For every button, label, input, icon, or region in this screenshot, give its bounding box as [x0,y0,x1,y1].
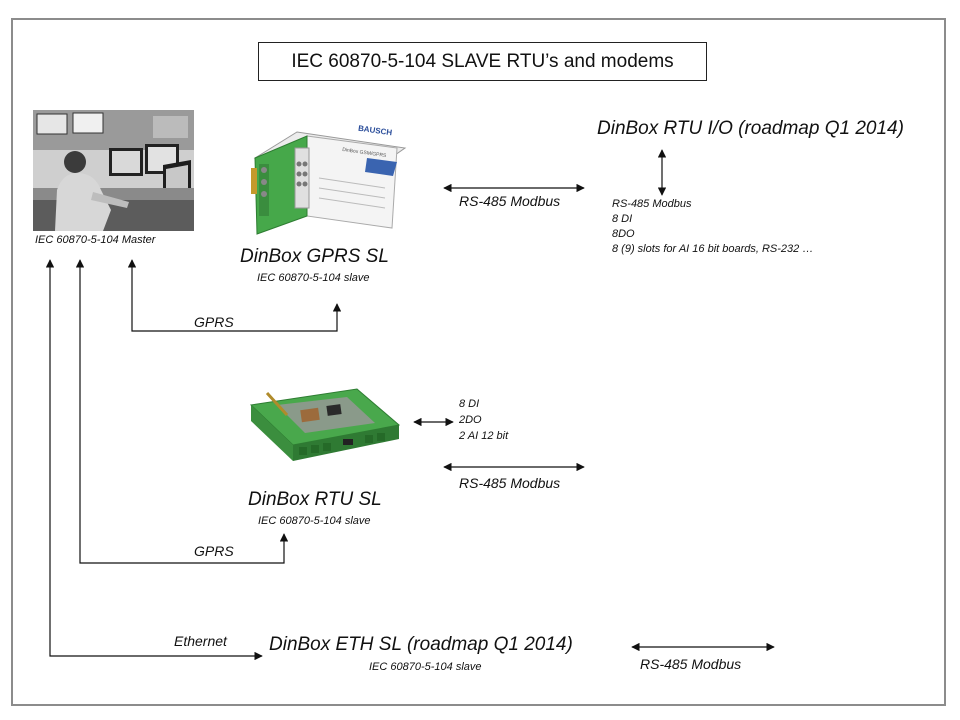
rtu-io-name: DinBox RTU I/O (roadmap Q1 2014) [597,118,904,139]
rtu-rs485-label: RS-485 Modbus [459,475,561,491]
rtu-sl-subtitle: IEC 60870-5-104 slave [258,515,371,527]
gprs-sl-to-master-link [127,259,342,332]
rtu-sl-link-label: GPRS [194,543,234,559]
rtu-sl-to-master-link [75,259,289,564]
eth-rs485-label: RS-485 Modbus [640,656,742,672]
gprs-sl-name: DinBox GPRS SL [240,246,389,267]
rtu-io-spec-0: RS-485 Modbus [612,198,692,210]
slide-title: IEC 60870-5-104 SLAVE RTU’s and modems [258,42,707,81]
rtu-io-spec-3: 8 (9) slots for AI 16 bit boards, RS-232… [612,243,814,255]
rtu-io-spec-2: 8DO [612,228,635,240]
rtu-spec-1: 2DO [459,414,482,426]
rtu-sl-name: DinBox RTU SL [248,489,382,510]
dinbox-gprs-device-image [247,118,407,236]
eth-sl-to-master-link [45,259,263,661]
rtu-spec-0: 8 DI [459,398,480,410]
gprs-sl-link-label: GPRS [194,314,234,330]
gprs-sl-subtitle: IEC 60870-5-104 slave [257,272,370,284]
master-label: IEC 60870-5-104 Master [35,234,156,246]
eth-sl-link-label: Ethernet [174,633,227,649]
slide-frame [11,18,946,706]
eth-sl-subtitle: IEC 60870-5-104 slave [369,661,482,673]
gprs-rs485-label: RS-485 Modbus [459,193,561,209]
rtu-io-spec-1: 8 DI [612,213,633,225]
eth-sl-name: DinBox ETH SL (roadmap Q1 2014) [269,634,573,655]
master-control-room-photo [33,110,194,231]
rtu-spec-2: 2 AI 12 bit [459,430,509,442]
